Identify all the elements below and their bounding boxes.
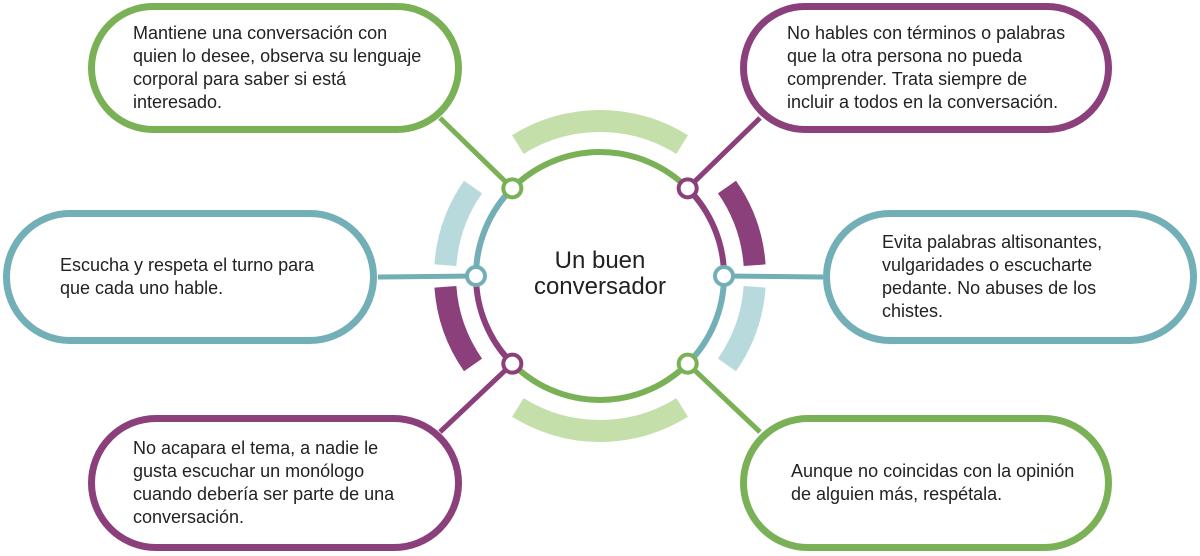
node-bottom-left: No acapara el tema, a nadie le gusta esc… (88, 415, 462, 551)
node-middle-right: Evita palabras altisonantes, vulgaridade… (823, 210, 1197, 344)
node-text: No acapara el tema, a nadie le gusta esc… (133, 438, 395, 527)
connector-bottom-left (438, 361, 515, 434)
node-bottom-right: Aunque no coincidas con la opinión de al… (740, 415, 1112, 551)
ring-arc-bottom (510, 361, 690, 403)
connector-top-left (438, 116, 515, 191)
ring-arc-top (510, 149, 690, 191)
ring-node-middle-right (713, 265, 735, 287)
ring-node-bottom-right (676, 352, 699, 375)
node-text: Escucha y respeta el turno para que cada… (60, 255, 315, 298)
node-top-right: No hables con términos o palabras que la… (740, 3, 1112, 133)
connector-middle-left (377, 273, 477, 280)
connector-top-right (685, 116, 762, 191)
node-text: Aunque no coincidas con la opinión de al… (791, 461, 1075, 504)
ring-node-top-left (501, 177, 524, 200)
outer-arc-upper-right (717, 180, 766, 267)
outer-arc-upper-left (434, 180, 483, 267)
node-middle-left: Escucha y respeta el turno para que cada… (3, 210, 377, 344)
outer-arc-lower-left (434, 285, 483, 372)
outer-arc-lower-right (717, 285, 766, 372)
ring-node-top-right (676, 177, 699, 200)
node-top-left: Mantiene una conversación con quien lo d… (88, 3, 462, 133)
node-text: Mantiene una conversación con quien lo d… (133, 23, 422, 112)
node-text: Evita palabras altisonantes, vulgaridade… (882, 232, 1103, 321)
connector-middle-right (723, 273, 824, 280)
outer-arc-top (512, 110, 688, 154)
center-title: Un buen conversador (533, 247, 667, 300)
connector-bottom-right (685, 361, 762, 434)
outer-arc-bottom (512, 398, 688, 442)
ring-node-bottom-left (501, 352, 524, 375)
ring-node-middle-left (465, 265, 487, 287)
node-text: No hables con términos o palabras que la… (787, 23, 1066, 112)
